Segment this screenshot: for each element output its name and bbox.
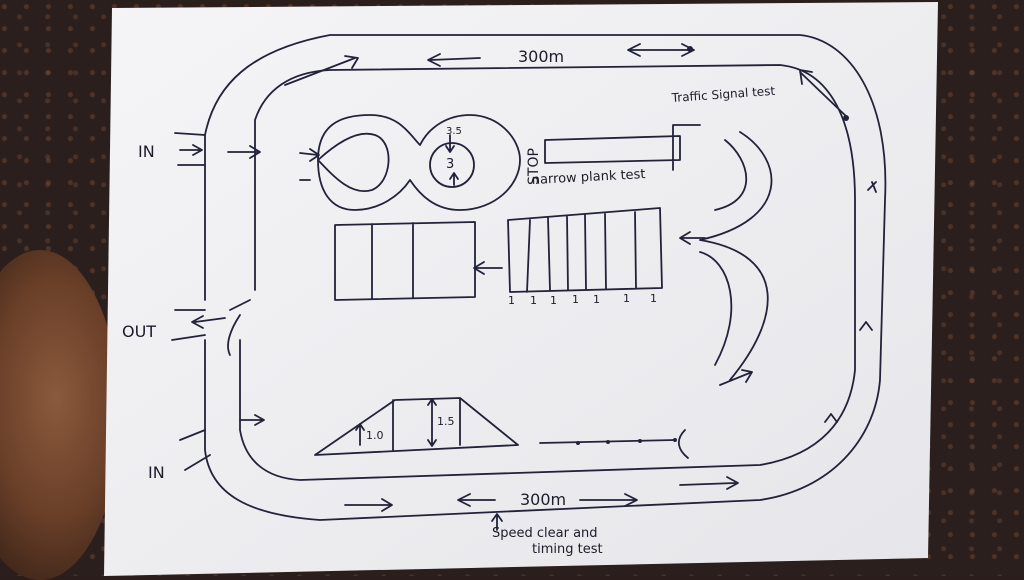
out-label: OUT [122,322,156,341]
arrow-in-bottom [239,414,265,426]
outer-track-line [204,34,887,521]
arrow-right-mid [824,181,877,423]
signal-curve [699,131,773,381]
arrow-bottom-center [457,493,638,507]
lane-number-label: 1 [550,294,557,307]
in-top-label: IN [138,142,155,161]
lane-number-label: 1 [650,292,657,305]
bottom-distance-label: 300m [520,490,566,509]
figure-eight-inner-right [429,142,475,188]
arrow-bottom-right [679,476,739,490]
parking-box [334,221,476,301]
narrow-plank [544,124,701,171]
arrow-bottom-left [344,498,393,512]
circle-diameter-label: 3 [446,157,454,172]
arrow-top-right [627,43,695,57]
narrow-plank-label: narrow plank test [531,167,645,188]
arrow-speed [491,513,503,531]
arrow-top-center [427,53,481,67]
lane-number-label: 1 [623,292,630,305]
arrow-in-top [179,144,261,159]
speed-label-line1: Speed clear and [492,526,598,541]
paper-sheet [104,2,938,576]
in-bottom-lane [179,429,211,471]
lane-grid [507,207,663,293]
lane-number-label: 1 [530,294,537,307]
arrow-signal-in [679,231,706,245]
circle-gap-label: 3.5 [446,126,462,137]
out-lane [171,309,206,341]
in-top-lane [174,132,206,166]
arrow-signal-out [719,369,753,386]
lane-number-label: 1 [593,293,600,306]
figure-eight-inner-left [317,132,390,193]
ramp-right-label: 1.5 [437,415,455,428]
ramp [314,397,519,456]
arrow-out [191,299,251,356]
speed-label-line2: timing test [532,542,603,557]
lane-number-label: 1 [572,293,579,306]
top-distance-label: 300m [518,47,564,66]
ramp-dim-arrows [355,398,437,447]
lane-number-labels: 1 1 1 1 1 1 1 [508,292,657,307]
lane-number-label: 1 [508,294,515,307]
arrow-top-left [284,55,359,86]
in-bottom-label: IN [148,463,165,482]
stop-label: STOP [526,148,542,185]
ramp-left-label: 1.0 [366,429,384,442]
figure-eight-outer [317,114,521,211]
arrow-plank [473,261,503,275]
circle-dim-arrows [445,134,459,186]
arrow-right-top [799,69,849,119]
arrow-figure-eight [299,148,320,181]
speed-dots [576,46,849,445]
